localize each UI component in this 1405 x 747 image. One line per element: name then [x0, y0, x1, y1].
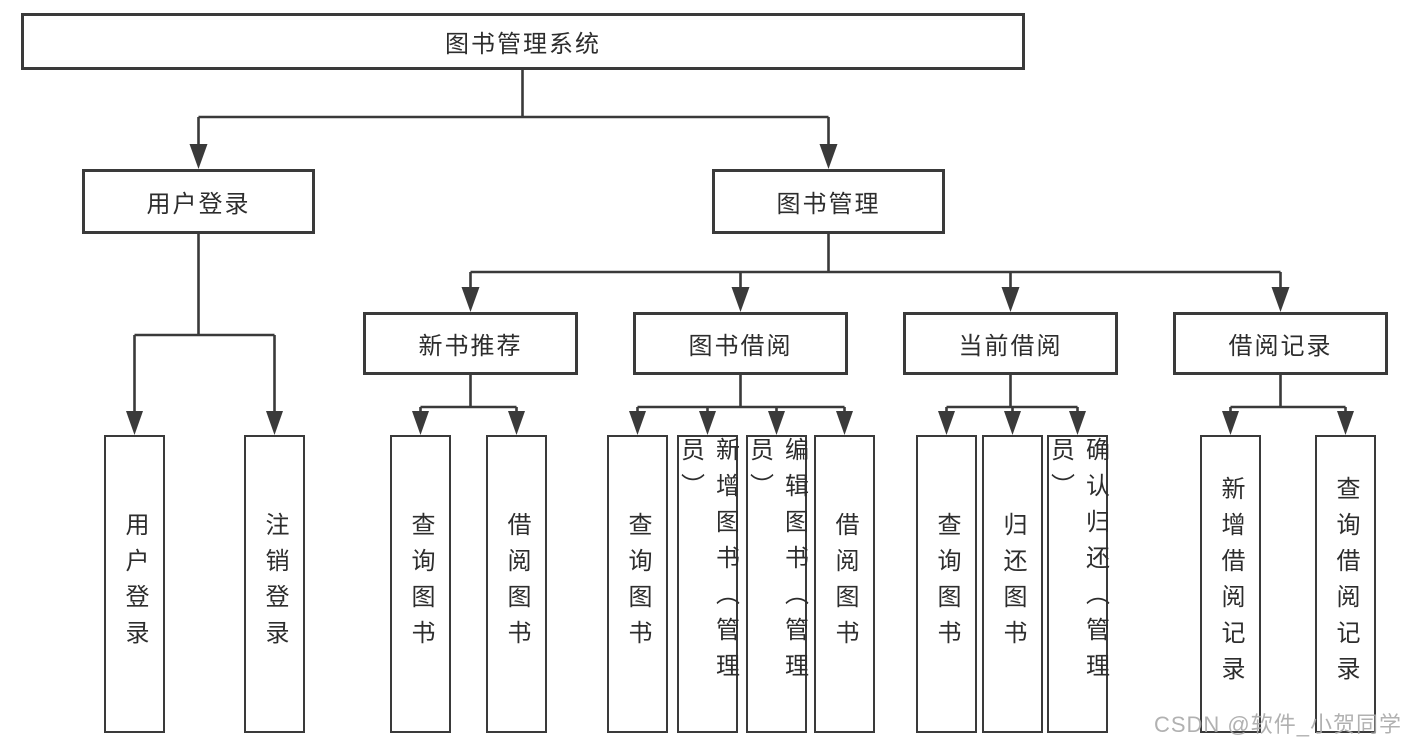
leaf-return-books: 归还图书 [982, 435, 1043, 733]
leaf-query-books-borrow: 查询图书 [607, 435, 668, 733]
csdn-watermark: CSDN @软件_小贺同学 [1153, 712, 1402, 737]
node-user-login: 用户登录 [82, 169, 315, 234]
connector-path [133, 70, 1347, 413]
leaf-query-books-recommend: 查询图书 [390, 435, 451, 733]
leaf-user-login: 用户登录 [104, 435, 165, 733]
leaf-logout: 注销登录 [244, 435, 305, 733]
node-book-borrow: 图书借阅 [633, 312, 848, 375]
node-library-system: 图书管理系统 [21, 13, 1025, 70]
arrowheads [126, 144, 1354, 435]
leaf-borrow-books-recommend: 借阅图书 [486, 435, 547, 733]
leaf-confirm-return-admin: 确认归还（管理员） [1047, 435, 1109, 733]
node-book-management: 图书管理 [712, 169, 945, 234]
leaf-edit-book-admin: 编辑图书（管理员） [746, 435, 808, 733]
node-new-book-recommend: 新书推荐 [363, 312, 578, 375]
leaf-add-borrow-record: 新增借阅记录 [1200, 435, 1261, 733]
node-borrow-records: 借阅记录 [1173, 312, 1388, 375]
leaf-query-books-current: 查询图书 [916, 435, 977, 733]
leaf-borrow-books-borrow: 借阅图书 [814, 435, 875, 733]
leaf-query-borrow-record: 查询借阅记录 [1315, 435, 1376, 733]
node-current-borrow: 当前借阅 [903, 312, 1118, 375]
leaf-add-book-admin: 新增图书（管理员） [677, 435, 739, 733]
